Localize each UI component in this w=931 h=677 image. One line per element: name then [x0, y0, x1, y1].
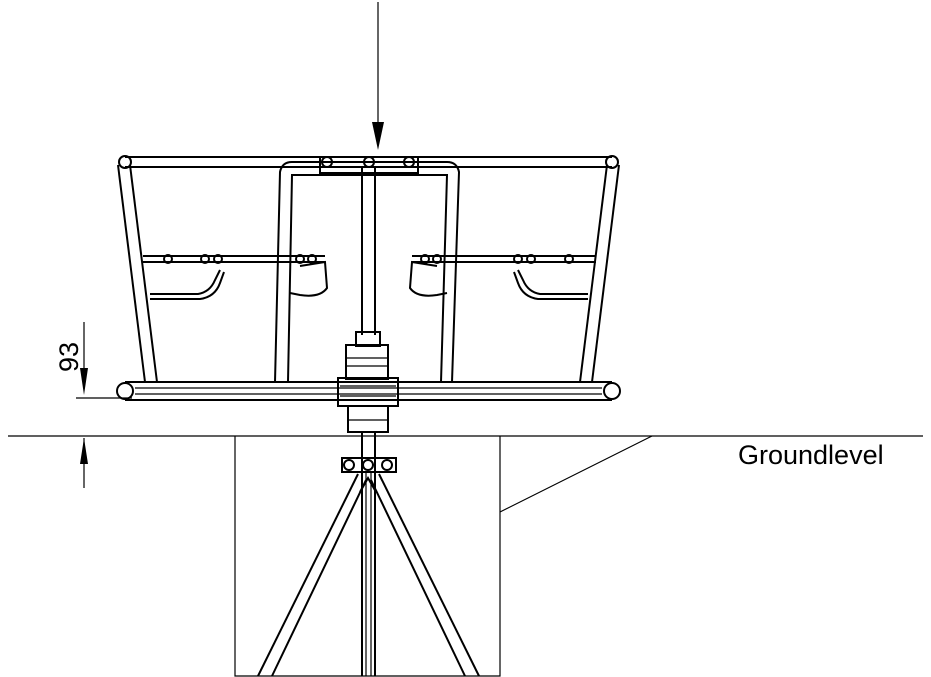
central-post [355, 168, 381, 347]
ground-clamp [341, 457, 397, 473]
hub-assembly [337, 344, 399, 433]
left-seat [143, 254, 329, 300]
outer-legs [117, 164, 620, 383]
ground-label: Groundlevel [738, 440, 884, 470]
underground-pole [361, 432, 376, 676]
ground-leader [499, 435, 653, 513]
dimension-value: 93 [54, 342, 84, 372]
top-clamps [319, 156, 419, 174]
bottom-tube [116, 381, 621, 401]
inner-frame [274, 161, 461, 383]
load-arrow [372, 2, 384, 150]
foundation-block [234, 436, 501, 677]
height-dimension: 93 [54, 322, 132, 488]
anchor-struts [257, 473, 480, 677]
right-seat [408, 254, 596, 300]
